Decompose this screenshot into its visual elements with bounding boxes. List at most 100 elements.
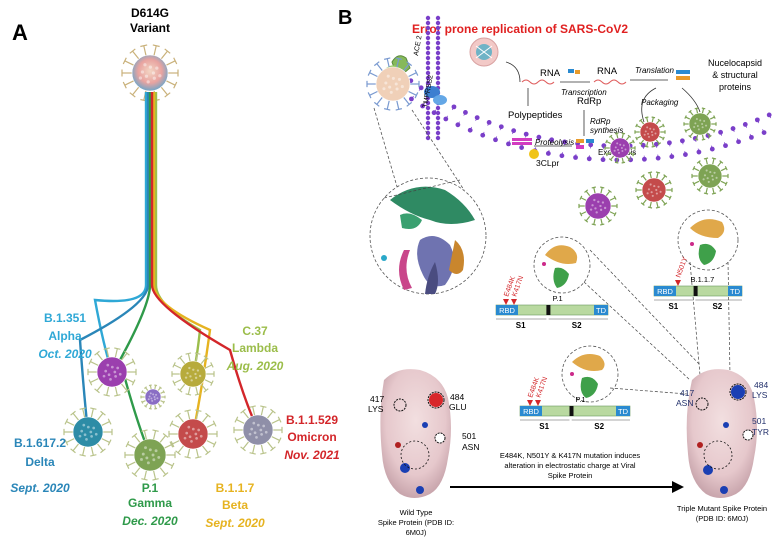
mut-res-484-num: 484 xyxy=(754,380,768,390)
s2-label: S2 xyxy=(712,302,722,311)
lineage-line-beta xyxy=(152,92,212,435)
variant-label-lambda: C.37 Lambda Aug. 2020 xyxy=(226,324,284,373)
nucleocapsid-label-3: proteins xyxy=(719,82,752,92)
alpha-virus-icon xyxy=(87,347,137,397)
p1-top-zoom-circle xyxy=(533,236,591,294)
mut-res-501-aa: TYR xyxy=(752,427,769,437)
beta-virus-icon xyxy=(168,409,218,459)
rbd-label: RBD xyxy=(523,407,539,416)
panel-a: A D614G Variant B.1.351 Alpha Oct. 2020 … xyxy=(10,6,340,530)
entry-virus-body xyxy=(366,57,420,111)
budding-virus-icons xyxy=(578,107,729,226)
mut-res-484-aa: LYS xyxy=(752,390,768,400)
mut-res-417-aa: ASN xyxy=(676,398,693,408)
rdrp-synthesis-label-2: synthesis xyxy=(590,126,623,135)
variant-virus-icons xyxy=(63,347,283,481)
rdrp-synthesis-label-1: RdRp xyxy=(590,117,611,126)
nucleocapsid-label-1: Nucelocapsid xyxy=(708,58,762,68)
wt-caption-1: Wild Type xyxy=(400,508,433,517)
mut-caption-2: (PDB ID: 6M0J) xyxy=(696,514,749,523)
s2-label: S2 xyxy=(594,422,604,431)
svg-text:Nov. 2021: Nov. 2021 xyxy=(284,448,340,462)
svg-text:C.37: C.37 xyxy=(242,324,268,338)
svg-text:Delta: Delta xyxy=(25,455,55,469)
wt-res-484-num: 484 xyxy=(450,392,464,402)
td-label: TD xyxy=(618,407,629,416)
rbd-label: RBD xyxy=(499,306,515,315)
rbd-label: RBD xyxy=(657,287,673,296)
lineage-line-alpha xyxy=(93,92,148,373)
wt-res-501-num: 501 xyxy=(462,431,476,441)
wt-caption-2: Spike Protein (PDB ID: xyxy=(378,518,454,527)
svg-text:B.1.1.7: B.1.1.7 xyxy=(216,481,255,495)
entering-virus-icon xyxy=(366,57,420,111)
tmprss2-receptor-icon xyxy=(424,86,447,105)
mutation-note-1: E484K, N501Y & K417N mutation induces xyxy=(500,451,641,460)
variant-label: P.1 xyxy=(575,395,585,404)
wt-res-417-num: 417 xyxy=(370,394,384,404)
svg-text:P.1: P.1 xyxy=(142,481,159,495)
root-variant-label: D614G xyxy=(131,6,169,20)
p1-bottom-zoom-circle xyxy=(561,345,619,403)
zoom-line xyxy=(373,107,399,191)
wt-res-417-aa: LYS xyxy=(368,404,384,414)
mutation-label: N501Y xyxy=(675,256,689,279)
variant-label-delta: B.1.617.2 Delta Sept. 2020 xyxy=(10,436,70,495)
translation-label: Translation xyxy=(635,66,675,75)
small-variant-virus-icon xyxy=(140,384,166,410)
td-label: TD xyxy=(596,306,607,315)
zoom-line xyxy=(411,109,465,191)
s1-label: S1 xyxy=(668,302,678,311)
transcription-label: Transcription xyxy=(561,88,607,97)
variant-label-beta: B.1.1.7 Beta Sept. 2020 xyxy=(205,481,265,530)
packaged-virus-3 xyxy=(683,107,717,141)
packaging-label: Packaging xyxy=(641,98,679,107)
variant-label: B.1.1.7 xyxy=(691,275,715,284)
mutation-note-3: Spike Protein xyxy=(548,471,593,480)
lineage-line-omicron xyxy=(150,92,260,431)
ace2-label: ACE 2 xyxy=(413,35,423,56)
rdrp-label: RdRp xyxy=(577,96,601,107)
variant-label-alpha: B.1.351 Alpha Oct. 2020 xyxy=(38,311,92,361)
rna-label-2: RNA xyxy=(597,66,618,77)
replication-cycle: RNA RNA Transcription Translation Nucelo… xyxy=(469,37,762,168)
svg-text:Dec. 2020: Dec. 2020 xyxy=(122,514,178,528)
mut-caption-1: Triple Mutant Spike Protein xyxy=(677,504,767,513)
svg-text:Lambda: Lambda xyxy=(232,341,278,355)
nucleocapsid-label-2: & structural xyxy=(712,70,758,80)
polypeptides-label: Polypeptides xyxy=(508,110,563,121)
lineage-line-lambda xyxy=(154,92,202,375)
svg-text:B.1.617.2: B.1.617.2 xyxy=(14,436,66,450)
variant-label: P.1 xyxy=(552,294,562,303)
svg-text:Aug. 2020: Aug. 2020 xyxy=(226,359,284,373)
svg-text:Sept. 2020: Sept. 2020 xyxy=(10,481,70,495)
root-virus-body xyxy=(121,44,179,102)
panel-b-title: Error prone replication of SARS-CoV2 xyxy=(412,22,628,36)
variant-label-gamma: P.1 Gamma Dec. 2020 xyxy=(122,481,178,528)
virus-entry-vesicle-icon xyxy=(469,37,499,67)
packaged-virus-2 xyxy=(634,116,666,148)
mutant-spike-surface-icon xyxy=(686,369,757,498)
receptor-binding-structure-icon xyxy=(369,177,487,295)
rna-label-1: RNA xyxy=(540,68,561,79)
svg-text:Alpha: Alpha xyxy=(48,329,82,343)
wt-caption-3: 6M0J) xyxy=(406,528,427,537)
proteolysis-label: Proteolysis xyxy=(535,138,574,147)
svg-text:B.1.351: B.1.351 xyxy=(44,311,86,325)
mutation-arrow xyxy=(450,481,684,493)
svg-text:Sept. 2020: Sept. 2020 xyxy=(205,516,265,530)
budding-virus-2 xyxy=(635,171,673,209)
delta-virus-icon xyxy=(63,407,113,457)
lineage-lines xyxy=(78,92,260,456)
s2-label: S2 xyxy=(572,321,582,330)
panel-a-letter: A xyxy=(12,20,28,45)
wild-type-spike-surface-icon xyxy=(380,369,451,498)
packaged-virus-1 xyxy=(604,132,636,164)
gamma-virus-icon xyxy=(124,429,176,481)
zoom-connector-lines xyxy=(383,179,731,396)
3clpr-label: 3CLpr xyxy=(536,158,559,168)
mut-res-417-num: 417 xyxy=(680,388,694,398)
